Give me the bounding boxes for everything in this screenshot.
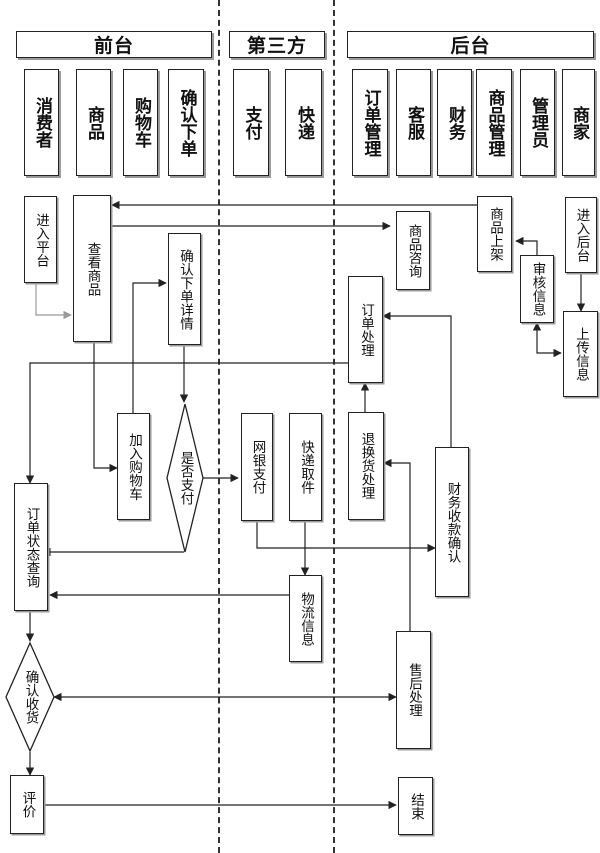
node-confirm-receipt-text: 确认收货 <box>22 670 39 724</box>
node-enter-backend: 进入后台 <box>565 197 597 273</box>
node-audit: 审核信息 <box>520 255 554 323</box>
node-logistics: 物流信息 <box>289 575 322 662</box>
node-goods-shelf: 商品上架 <box>477 196 512 272</box>
edge-upload-audit <box>532 322 562 358</box>
edge-cart-to-detail <box>132 278 167 413</box>
role-goods-mgmt: 商品管理 <box>476 69 512 176</box>
role-express: 快递 <box>285 69 322 176</box>
node-online-pay: 网银支付 <box>241 413 273 521</box>
edge-audit-to-shelf <box>515 236 538 255</box>
node-view-goods: 查看商品 <box>73 195 111 342</box>
paid-decision-diamond <box>166 403 204 553</box>
node-finance-confirm: 财务收款确认 <box>435 447 469 597</box>
role-payment: 支付 <box>233 69 269 176</box>
role-merchant: 商家 <box>562 69 595 176</box>
role-admin: 管理员 <box>520 69 555 176</box>
role-order-mgmt: 订单管理 <box>352 69 388 176</box>
node-upload-info: 上传信息 <box>563 311 598 397</box>
edge-pay-to-finance <box>256 521 436 553</box>
node-paid-text: 是否支付 <box>177 451 194 505</box>
edge-finance-to-order <box>382 311 452 447</box>
role-consumer: 消费者 <box>24 69 59 176</box>
node-goods-consult: 商品咨询 <box>396 211 430 290</box>
lane-header-back: 后台 <box>347 31 594 58</box>
edge-order-to-status <box>25 362 348 484</box>
role-cart: 购物车 <box>123 69 158 176</box>
node-confirm-detail: 确认下单详情 <box>168 233 201 345</box>
node-return-process: 退换货处理 <box>348 412 384 520</box>
node-after-sale: 售后处理 <box>396 631 431 749</box>
node-order-process: 订单处理 <box>348 276 383 383</box>
lane-header-third: 第三方 <box>229 31 325 58</box>
node-enter-platform: 进入平台 <box>24 196 57 283</box>
role-confirm-order: 确认下单 <box>168 69 204 176</box>
lane-separator-front-third <box>218 0 220 853</box>
node-review: 评价 <box>10 775 44 834</box>
receipt-decision-diamond <box>5 641 55 753</box>
edge-aftersale-to-return <box>383 458 411 631</box>
node-end: 结束 <box>398 777 433 835</box>
node-add-cart: 加入购物车 <box>117 413 150 520</box>
role-goods: 商品 <box>76 69 111 176</box>
role-service: 客服 <box>396 69 431 176</box>
node-pickup: 快递取件 <box>289 413 322 521</box>
lane-separator-third-back <box>333 0 335 853</box>
edge-view-to-cart <box>93 342 118 473</box>
lane-header-front: 前台 <box>16 31 212 58</box>
edge-enter-to-view <box>35 283 72 320</box>
role-finance: 财务 <box>437 69 472 176</box>
node-order-status: 订单状态查询 <box>14 483 48 611</box>
